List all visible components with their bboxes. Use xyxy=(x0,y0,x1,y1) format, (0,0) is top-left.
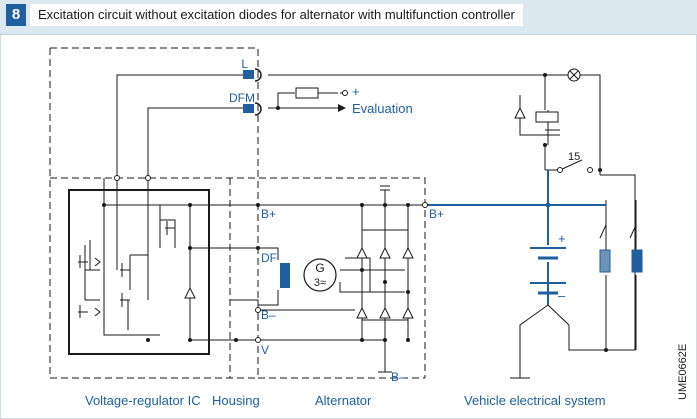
figure-number: 8 xyxy=(6,4,26,26)
open-terminals xyxy=(114,90,593,343)
generator-circle xyxy=(303,258,337,292)
load-dark xyxy=(631,249,643,273)
section-alternator: Alternator xyxy=(315,393,372,408)
terminal-l-plug xyxy=(243,70,254,79)
figure-title: Excitation circuit without excitation di… xyxy=(30,4,523,26)
generator-phase: 3≈ xyxy=(314,277,326,289)
ic-box xyxy=(68,189,210,355)
boundary-lines xyxy=(49,47,426,379)
label-bminus-bottom: B– xyxy=(391,370,406,384)
label-bminus-housing: B– xyxy=(261,308,276,322)
figure-header: 8 Excitation circuit without excitation … xyxy=(0,0,697,35)
load-switch-2 xyxy=(629,224,637,239)
generator-letter: G xyxy=(315,261,324,275)
relay-diode xyxy=(514,106,526,119)
battery-minus: – xyxy=(558,288,566,303)
figure-code: UME0662E xyxy=(677,344,689,400)
label-l: L xyxy=(241,57,248,71)
section-regulator: Voltage-regulator IC xyxy=(85,393,201,408)
junction-dots xyxy=(102,73,608,352)
label-bplus-left: B+ xyxy=(261,207,276,221)
terminal-dfm-socket xyxy=(254,102,262,116)
section-housing: Housing xyxy=(212,393,260,408)
evaluation-plus: + xyxy=(352,84,360,99)
load-switch-1 xyxy=(599,224,607,239)
battery-symbol xyxy=(530,247,566,295)
terminal-l-socket xyxy=(254,68,262,82)
rectifier-diodes xyxy=(184,246,414,319)
label-bplus-right: B+ xyxy=(429,207,444,221)
label-dfm: DFM xyxy=(229,91,255,105)
section-vehicle: Vehicle electrical system xyxy=(464,393,606,408)
label-v: V xyxy=(261,343,269,357)
transistor-symbols xyxy=(78,221,175,318)
relay-coil xyxy=(535,111,559,123)
lamp-symbol xyxy=(567,68,581,82)
evaluation-resistor xyxy=(295,87,319,99)
field-winding xyxy=(280,263,290,288)
evaluation-label: Evaluation xyxy=(352,101,413,116)
terminal-dfm-plug xyxy=(243,104,254,113)
load-light xyxy=(599,249,611,273)
label-df: DF xyxy=(261,251,277,265)
label-switch-15: 15 xyxy=(568,151,580,163)
battery-plus: + xyxy=(558,231,566,246)
